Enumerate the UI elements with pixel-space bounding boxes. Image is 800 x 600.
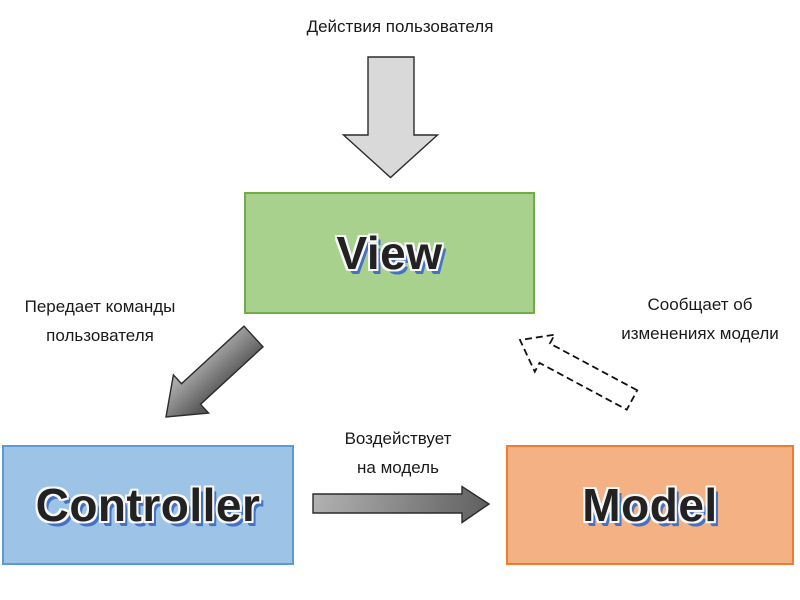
view-node: View	[244, 192, 535, 314]
controller-to-model-arrow	[312, 485, 491, 524]
view-to-controller-arrow	[165, 325, 264, 418]
user-actions-down-arrow	[341, 56, 440, 179]
controller-to-model-label: Воздействует на модель	[344, 429, 452, 477]
controller-node: Controller	[2, 445, 294, 565]
view-node-label: View	[336, 227, 443, 279]
controller-node-label: Controller	[35, 479, 261, 531]
model-to-view-label: Сообщает об изменениях модели	[621, 295, 779, 343]
model-to-view-dashed-arrow	[518, 333, 639, 411]
view-to-controller-label: Передает команды пользователя	[24, 297, 176, 345]
model-node: Model	[506, 445, 794, 565]
user-actions-label: Действия пользователя	[306, 17, 494, 36]
model-node-label: Model	[582, 479, 718, 531]
